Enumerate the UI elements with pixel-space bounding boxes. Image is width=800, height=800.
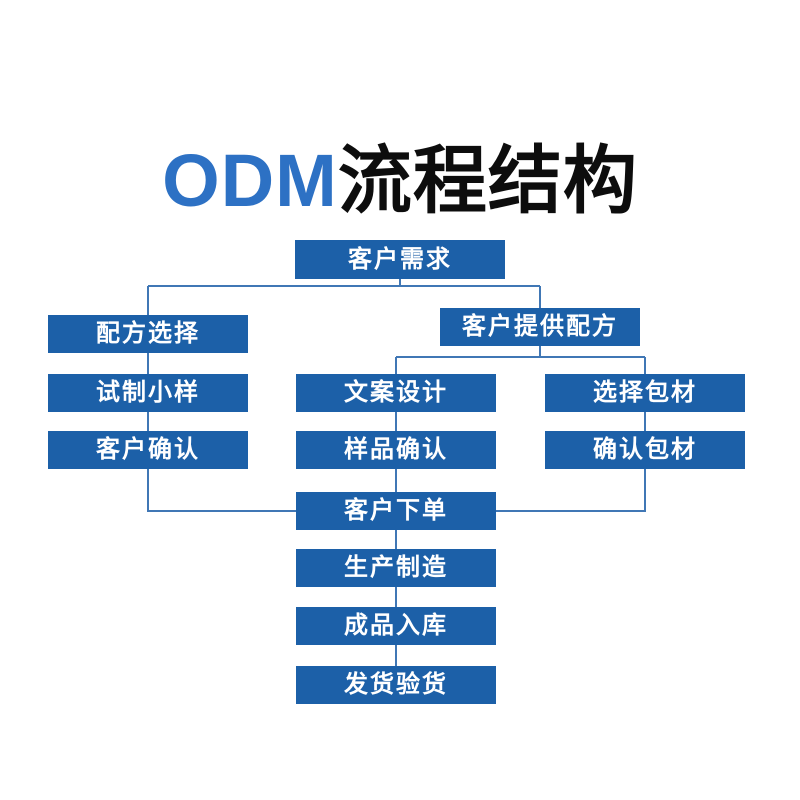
page-title-rest: 流程结构 (337, 138, 638, 222)
connector-line (147, 353, 149, 374)
connector-line (396, 356, 645, 358)
connector-line (395, 469, 397, 492)
connector-line (147, 412, 149, 431)
flow-node-sample-confirmation: 样品确认 (296, 431, 496, 469)
flow-node-customer-provides-formula: 客户提供配方 (440, 308, 640, 346)
connector-line (644, 357, 646, 374)
flow-node-formula-selection: 配方选择 (48, 315, 248, 353)
flow-node-finished-goods-storage: 成品入库 (296, 607, 496, 645)
connector-line (147, 286, 149, 315)
flow-node-select-packaging: 选择包材 (545, 374, 745, 412)
connector-line (539, 346, 541, 357)
flow-node-confirm-packaging: 确认包材 (545, 431, 745, 469)
page-title-highlight: ODM (162, 138, 338, 222)
connector-line (395, 357, 397, 374)
connector-line (395, 645, 397, 666)
flow-node-trial-sample: 试制小样 (48, 374, 248, 412)
flow-node-production: 生产制造 (296, 549, 496, 587)
flow-node-ship-and-inspect: 发货验货 (296, 666, 496, 704)
flow-node-customer-confirmation: 客户确认 (48, 431, 248, 469)
flow-node-customer-order: 客户下单 (296, 492, 496, 530)
flow-node-customer-needs: 客户需求 (295, 240, 505, 279)
page-title: ODM流程结构 (0, 143, 800, 218)
connector-line (496, 510, 645, 512)
connector-line (147, 469, 149, 512)
connector-line (539, 286, 541, 308)
connector-line (148, 285, 540, 287)
connector-line (395, 412, 397, 431)
connector-line (644, 412, 646, 431)
connector-line (644, 469, 646, 512)
connector-line (395, 587, 397, 607)
connector-line (148, 510, 296, 512)
connector-line (395, 530, 397, 549)
connector-line (399, 279, 401, 287)
flow-node-copy-design: 文案设计 (296, 374, 496, 412)
